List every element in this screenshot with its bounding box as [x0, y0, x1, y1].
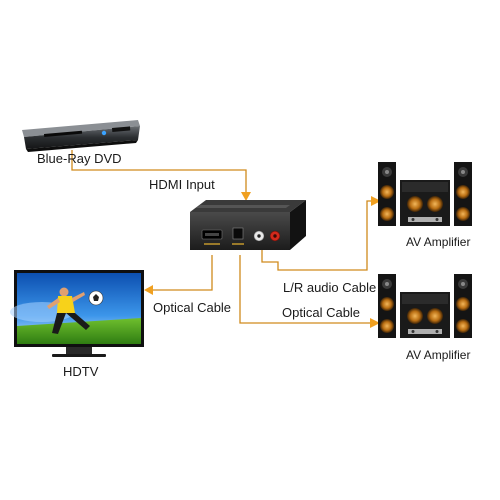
arrow-down-icon [241, 192, 251, 201]
hdtv-icon [10, 270, 144, 357]
connector-lines [71, 150, 372, 324]
optical-cable-left-label: Optical Cable [153, 300, 232, 315]
arrow-right-icon [371, 196, 381, 206]
amplifier-top-label: AV Amplifier [406, 235, 471, 249]
hdmi-input-line [71, 150, 247, 192]
optical-to-amp-line [239, 255, 370, 324]
arrow-right-icon [370, 318, 380, 328]
speaker-amplifier-icon [378, 274, 472, 338]
hdmi-input-label: HDMI Input [149, 177, 215, 192]
arrow-left-icon [144, 285, 153, 295]
source-device-label: Blue-Ray DVD [37, 151, 122, 166]
speaker-amplifier-icon [378, 162, 472, 226]
optical-cable-right-label: Optical Cable [282, 305, 361, 320]
lr-audio-cable-label: L/R audio Cable [283, 280, 377, 295]
optical-to-tv-line [152, 255, 213, 291]
lr-audio-line [261, 200, 372, 271]
bluray-player-icon [22, 120, 140, 152]
amplifier-bottom-label: AV Amplifier [406, 348, 471, 362]
arrowheads [144, 192, 381, 328]
hdmi-splitter-icon [190, 200, 306, 250]
tv-label: HDTV [63, 364, 99, 379]
